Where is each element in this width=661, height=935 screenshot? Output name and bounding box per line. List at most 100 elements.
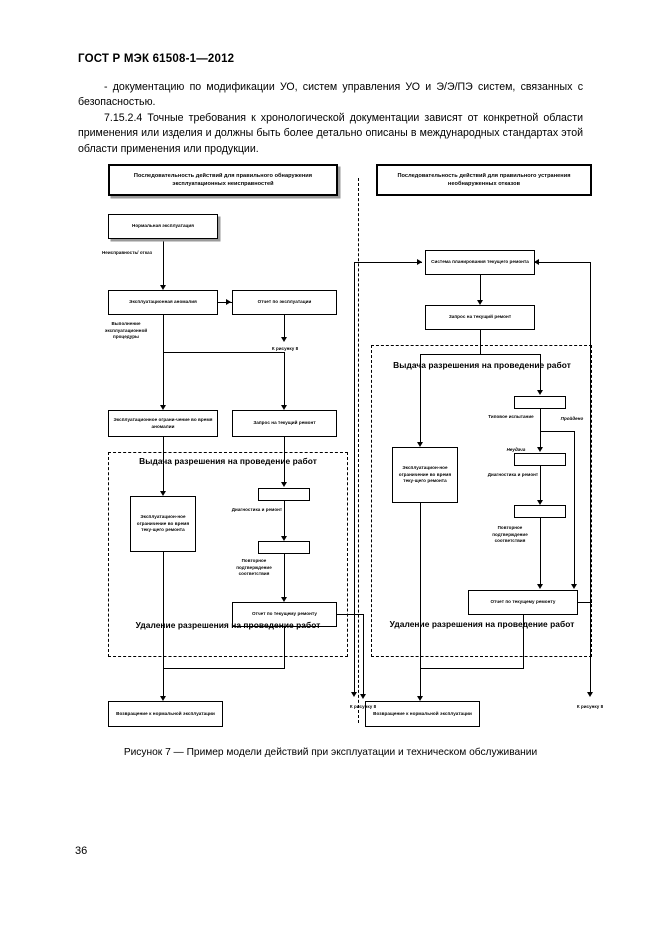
label-right-to-figure-8: К рисунку 8	[576, 704, 604, 709]
arrowhead-bus-left-down	[360, 694, 366, 699]
column-separator	[358, 178, 359, 723]
label-right-reconfirm-conformity: Повторное подтверждение соответствия	[492, 525, 528, 544]
node-maintenance-report-left: Отчет по текущему ремонту	[232, 602, 337, 627]
connector-feedback-left-into-planning	[354, 262, 422, 263]
node-normal-operation: Нормальная эксплуатация	[108, 214, 218, 239]
arrowhead-limit-to-limitmaint	[160, 491, 166, 496]
node-operational-anomaly: Эксплуатационная аномалия	[108, 290, 218, 315]
arrowhead-branch-to-request	[281, 405, 287, 410]
connector-anomaly-down	[163, 315, 164, 407]
connector-feedback-left-riser	[354, 262, 355, 694]
connector-feedback-right-into-planning	[535, 262, 591, 263]
node-reconfirm-box-right	[514, 505, 566, 518]
label-left-permit-remove: Удаление разрешения на проведение работ	[135, 620, 321, 630]
arrowhead-passed-down	[571, 584, 577, 589]
label-left-reconfirm-conformity: Повторное подтверждение соответствия	[236, 558, 272, 577]
node-operational-limit-maintenance-left: Эксплуатацион-ное ограничение во время т…	[130, 496, 196, 552]
connector-passed-down	[574, 431, 575, 586]
arrowhead-bottom-to-return-left	[160, 696, 166, 701]
arrowhead-reconfirm-to-report	[281, 597, 287, 602]
connector-feedback-right-riser	[590, 262, 591, 694]
connector-reconfirm-to-report-right	[540, 518, 541, 586]
connector-anomaly-to-report	[218, 302, 233, 303]
label-fault-failure: Неисправность/ отказ	[101, 250, 153, 255]
connector-report-to-figure8	[284, 315, 285, 339]
node-reconfirm-box-left	[258, 541, 310, 554]
right-column-title: Последовательность действий для правильн…	[376, 164, 592, 196]
arrowhead-report-to-figure8	[281, 337, 287, 342]
arrowhead-anomaly-to-limit	[160, 405, 166, 410]
label-left-to-figure-8-bottom: К рисунку 8	[349, 704, 377, 709]
connector-report-down-left	[284, 627, 285, 669]
connector-request-down-right	[480, 330, 481, 355]
connector-branch-to-request	[163, 352, 285, 353]
arrowhead-split-to-limit-right	[417, 442, 423, 447]
arrowhead-feedback-left-into-planning	[417, 259, 422, 265]
connector-limitmaint-down-right	[420, 503, 421, 669]
node-maintenance-request-left: Запрос на текущий ремонт	[232, 410, 337, 437]
arrowhead-reconfirm-to-report-right	[537, 584, 543, 589]
connector-request-down	[284, 437, 285, 484]
arrowhead-anomaly-to-report	[226, 299, 231, 305]
connector-diag-to-reconfirm	[284, 501, 285, 538]
connector-reconfirm-to-report	[284, 554, 285, 599]
paragraph-1: - документацию по модификации УО, систем…	[78, 81, 583, 109]
node-diagnostics-box-right	[514, 453, 566, 466]
body-text: - документацию по модификации УО, систем…	[78, 80, 583, 157]
connector-planning-to-request	[480, 275, 481, 302]
connector-report-to-right-bus	[578, 602, 592, 603]
label-type-test: Типовое испытание	[488, 414, 534, 419]
arrowhead-planning-to-request	[477, 300, 483, 305]
arrowhead-feedback-left-riser	[351, 692, 357, 697]
connector-request-split-right	[420, 354, 540, 355]
arrowhead-normal-to-anomaly	[160, 285, 166, 290]
arrowhead-feedback-right-riser	[587, 692, 593, 697]
connector-bottom-to-return-right	[420, 668, 421, 698]
node-diagnostics-box-left	[258, 488, 310, 501]
page-number: 36	[75, 845, 88, 857]
label-right-permit-issue: Выдача разрешения на проведение работ	[393, 360, 571, 370]
connector-limitmaint-down	[163, 552, 164, 669]
left-permit-region	[108, 452, 348, 657]
node-maintenance-report-right: Отчет по текущему ремонту	[468, 590, 578, 615]
arrowhead-request-to-diag	[281, 482, 287, 487]
connector-bottom-to-return-left	[163, 668, 164, 698]
connector-split-to-limit-right	[420, 354, 421, 444]
connector-limit-to-limitmaint	[163, 437, 164, 493]
node-operational-limit-maintenance-right: Эксплуатацион-ное ограничение во время т…	[392, 447, 458, 503]
connector-bottom-bus-left	[163, 668, 285, 669]
arrowhead-split-to-test-right	[537, 390, 543, 395]
connector-normal-to-anomaly	[163, 239, 164, 287]
connector-bottom-bus-right	[420, 668, 524, 669]
label-left-permit-issue: Выдача разрешения на проведение работ	[139, 456, 317, 466]
label-to-figure-8-top: К рисунку 8	[271, 346, 299, 351]
node-operational-limit-anomaly: Эксплуатационное ограни-чение во время а…	[108, 410, 218, 437]
label-operational-procedure: Выполнение эксплуатационной процедуры	[104, 321, 148, 340]
node-operation-report: Отчет по эксплуатации	[232, 290, 337, 315]
connector-split-to-test-right	[540, 354, 541, 392]
right-permit-region	[371, 345, 592, 657]
node-return-to-normal-right: Возвращение к нормальной эксплуатации	[365, 701, 480, 727]
label-failed: Неудача	[506, 447, 526, 452]
document-header: ГОСТ Р МЭК 61508-1—2012	[78, 53, 235, 65]
paragraph-2: 7.15.2.4 Точные требования к хронологиче…	[78, 111, 583, 155]
figure-caption: Рисунок 7 — Пример модели действий при э…	[123, 747, 538, 758]
connector-bus-left-down	[363, 614, 364, 696]
label-right-diagnostics-repair: Диагностика и ремонт	[487, 472, 539, 477]
node-type-test-box	[514, 396, 566, 409]
node-maintenance-request-right: Запрос на текущий ремонт	[425, 305, 535, 330]
connector-branch-request-down	[284, 352, 285, 407]
connector-test-down-right	[540, 409, 541, 449]
arrowhead-limitmaint-to-return-right	[417, 696, 423, 701]
connector-diag-to-reconfirm-right	[540, 466, 541, 502]
label-right-permit-remove: Удаление разрешения на проведение работ	[389, 619, 575, 629]
connector-report-down-right	[523, 615, 524, 669]
arrowhead-feedback-right-into-planning	[534, 259, 539, 265]
arrowhead-test-to-diag-right	[537, 447, 543, 452]
node-return-to-normal-left: Возвращение к нормальной эксплуатации	[108, 701, 223, 727]
arrowhead-diag-to-reconfirm	[281, 536, 287, 541]
node-maintenance-planning-system: Система планирования текущего ремонта	[425, 250, 535, 275]
figure-7-diagram: Последовательность действий для правильн…	[90, 162, 603, 737]
connector-report-to-bus-left	[337, 614, 364, 615]
